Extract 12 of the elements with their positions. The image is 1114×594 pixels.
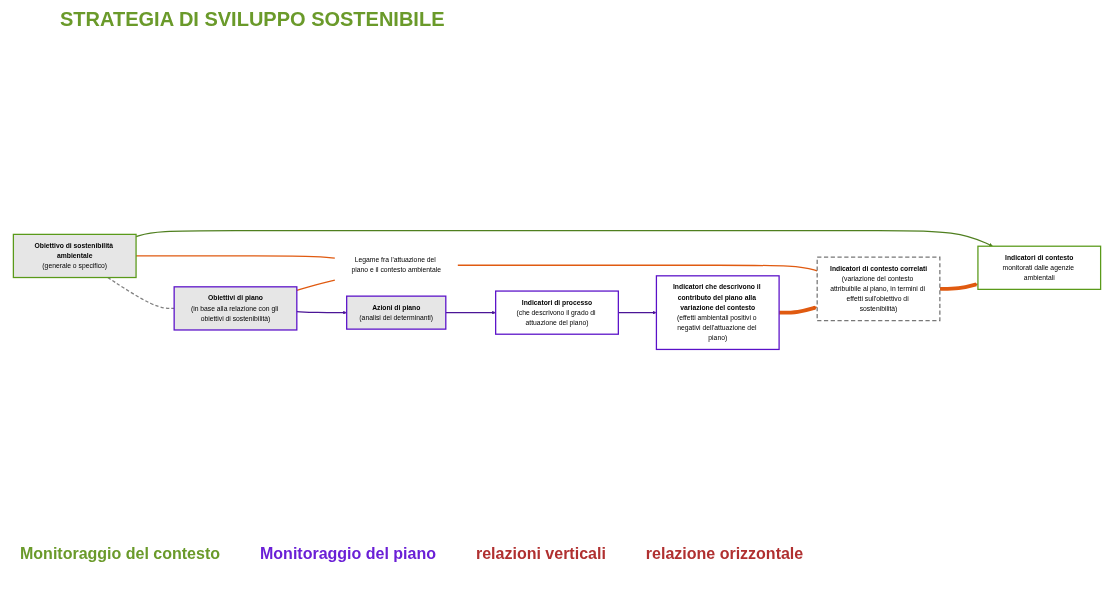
arrow [135, 229, 993, 247]
arrow [296, 310, 347, 315]
arrow [779, 305, 818, 315]
section-label: relazione orizzontale [645, 545, 804, 563]
connector [107, 276, 175, 310]
connector [296, 279, 336, 291]
arrow [445, 310, 496, 315]
section-label: Monitoraggio del piano [260, 545, 436, 563]
section-label: Monitoraggio del contesto [20, 545, 220, 563]
diagram-title: STRATEGIA DI SVILUPPO SOSTENIBILE [60, 8, 445, 31]
section-label: relazioni verticali [476, 545, 606, 563]
connector [456, 264, 818, 272]
